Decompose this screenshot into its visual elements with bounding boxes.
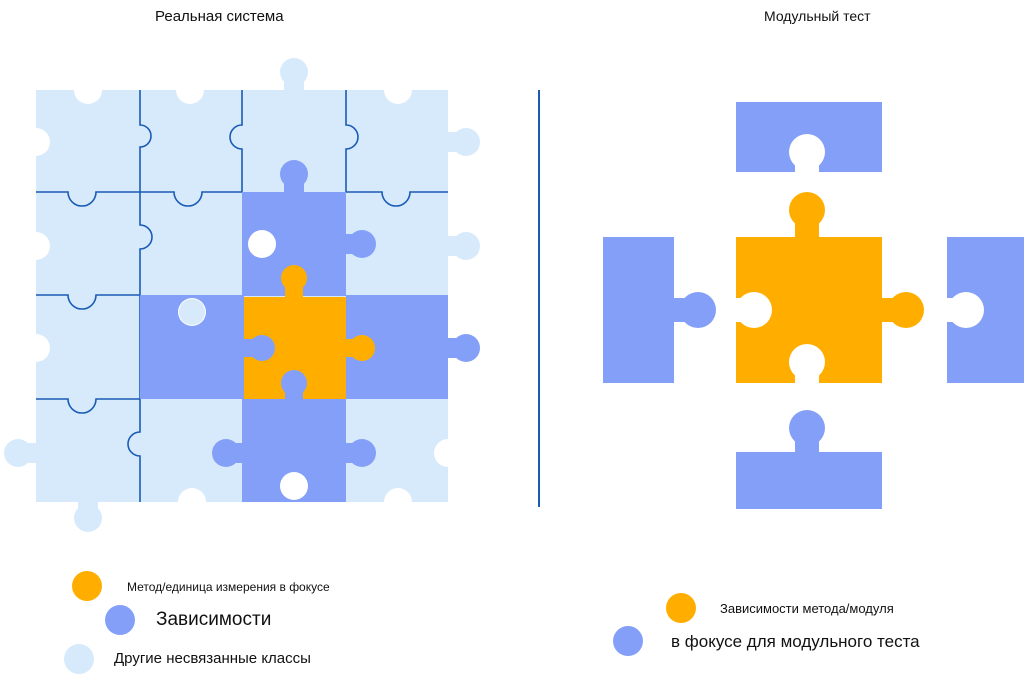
unit-test-puzzle xyxy=(603,102,1024,509)
legend-dependency-label: Зависимости xyxy=(156,609,272,630)
unit-top-dependency xyxy=(736,102,882,174)
legend-focus-swatch xyxy=(72,571,102,601)
legend-right-focus-swatch xyxy=(613,626,643,656)
legend-focus-label: Метод/единица измерения в фокусе xyxy=(127,580,330,594)
legend-unrelated-swatch xyxy=(64,644,94,674)
unit-test-title: Модульный тест xyxy=(764,8,871,24)
unit-bottom-dependency xyxy=(736,410,882,509)
edge-holes xyxy=(22,76,462,516)
focus-holes xyxy=(244,335,307,401)
unit-focus-piece xyxy=(734,192,924,385)
legend-unrelated-label: Другие несвязанные классы xyxy=(114,650,311,667)
unit-right-dependency xyxy=(945,237,1024,383)
real-system-title: Реальная система xyxy=(155,8,284,25)
legend-dependency-swatch xyxy=(105,605,135,635)
outer-nubs xyxy=(4,58,480,532)
light-nub-into-deps xyxy=(179,299,205,325)
legend-right-deps-swatch xyxy=(666,593,696,623)
real-system-puzzle xyxy=(4,58,480,532)
legend-right-focus-label: в фокусе для модульного теста xyxy=(671,632,920,651)
legend-right-deps-label: Зависимости метода/модуля xyxy=(720,601,894,616)
unit-left-dependency xyxy=(603,237,716,383)
